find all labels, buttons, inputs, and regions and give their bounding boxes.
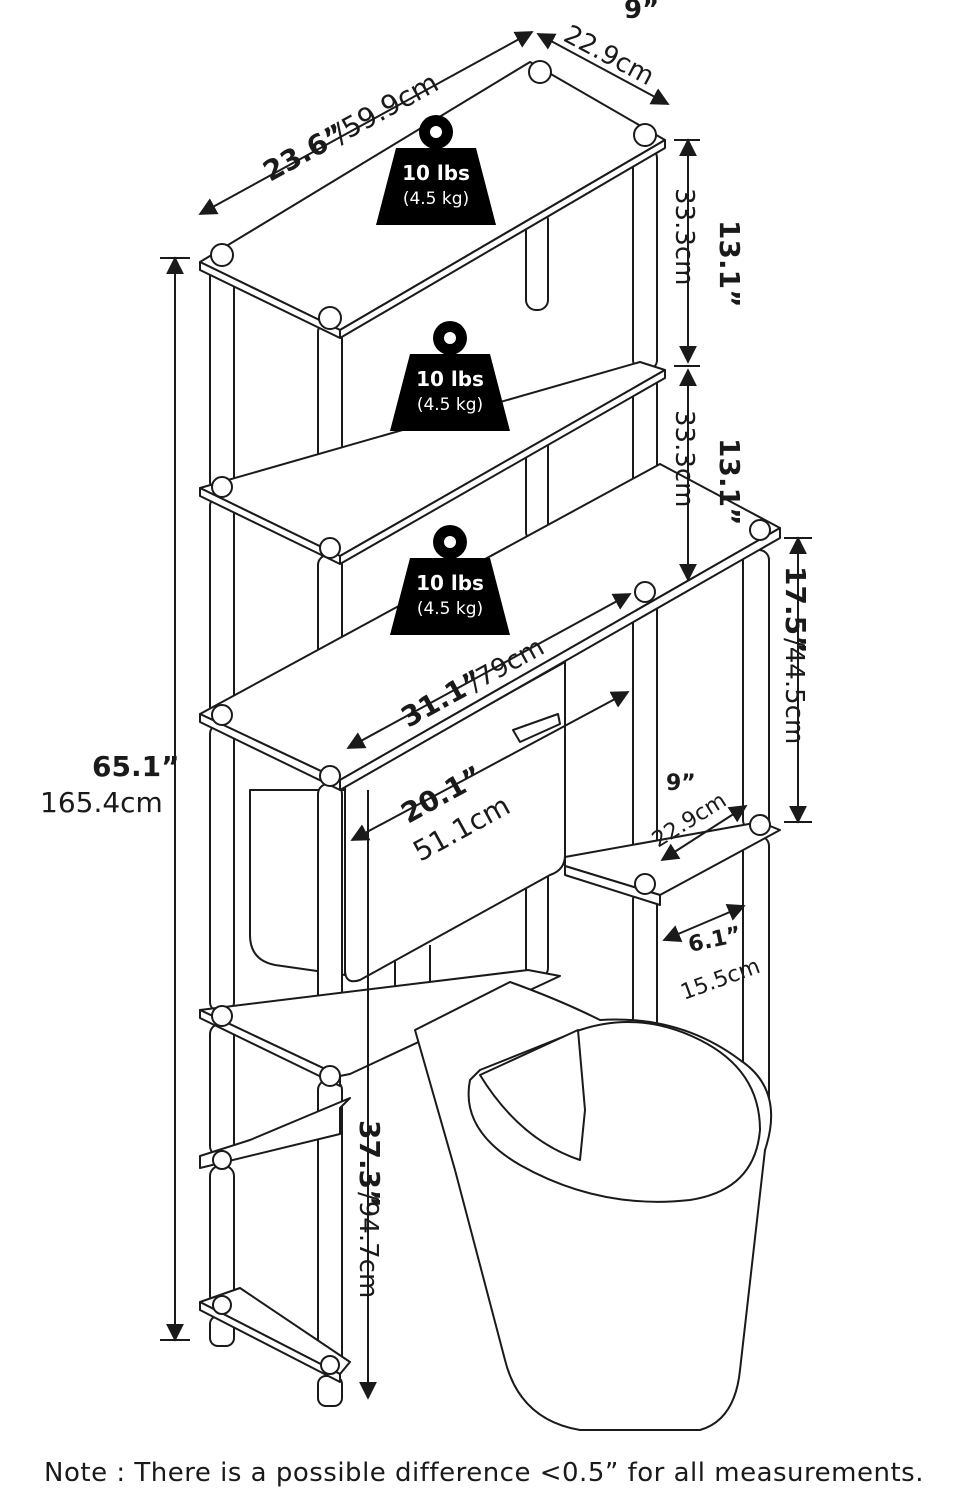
- weight-icon: 10 lbs (4.5 kg): [390, 525, 510, 635]
- toilet-seat-inner: [479, 1029, 586, 1161]
- cap-2: [318, 306, 342, 330]
- post-left-front-top: [209, 261, 235, 493]
- toilet-clearance-cm: /94.7cm: [353, 1192, 383, 1298]
- label-gap-2-cm: 33.3cm: [669, 410, 699, 508]
- label-gap-2: 13.1”: [713, 438, 746, 526]
- overall-height-cm: 165.4cm: [40, 786, 163, 819]
- post-left-base: [209, 1023, 235, 1157]
- overall-height-in: 65.1”: [92, 750, 180, 783]
- cap-1: [210, 243, 234, 267]
- weight-lbs-label: 10 lbs: [402, 161, 470, 185]
- side-height-cm: /44.5cm: [779, 638, 809, 744]
- post-left-mid: [209, 495, 235, 719]
- top-depth-in: 9”: [624, 0, 659, 25]
- dimension-lines: [160, 31, 812, 1400]
- side-shelf-lower-edge: [564, 865, 661, 906]
- top-depth-cm: 22.9cm: [559, 20, 659, 92]
- post-left-foot: [209, 1165, 235, 1307]
- post-right-top: [632, 147, 658, 371]
- cap-17: [320, 1355, 340, 1375]
- shelf-fifth: [199, 1097, 351, 1169]
- label-gap-1-cm: 33.3cm: [669, 188, 699, 286]
- weight-kg-label: (4.5 kg): [403, 189, 469, 209]
- cap-16: [212, 1295, 232, 1315]
- gap-1-in: 13.1”: [713, 220, 746, 308]
- cap-10: [749, 519, 771, 541]
- weight-lbs-label: 10 lbs: [416, 367, 484, 391]
- label-gap-1: 13.1”: [713, 220, 746, 308]
- shelf-base-edge: [199, 1301, 341, 1383]
- weight-kg-label: (4.5 kg): [417, 599, 483, 619]
- cap-15: [212, 1150, 232, 1170]
- gap-2-cm: 33.3cm: [669, 410, 699, 508]
- weight-icons: 10 lbs (4.5 kg) 10 lbs (4.5 kg) 10 lbs (…: [376, 115, 510, 635]
- toilet-clearance-in: 37.3”: [353, 1120, 386, 1208]
- label-side-height: 17.5” /44.5cm: [779, 566, 812, 744]
- cap-14: [319, 1065, 341, 1087]
- cap-11: [634, 873, 656, 895]
- cap-4: [633, 123, 657, 147]
- cap-8: [319, 765, 341, 787]
- cap-7: [211, 704, 233, 726]
- weight-kg-label: (4.5 kg): [417, 395, 483, 415]
- shelf-fourth-edge: [199, 1009, 341, 1087]
- measurement-note: Note : There is a possible difference <0…: [44, 1458, 924, 1488]
- side-height-in: 17.5”: [779, 566, 812, 654]
- post-left-low: [209, 723, 235, 1013]
- gap-2-in: 13.1”: [713, 438, 746, 526]
- shelf-second-edge-side: [339, 369, 666, 565]
- dim-line-side-depth: [660, 805, 748, 861]
- cap-9: [634, 581, 656, 603]
- label-toilet-clearance: 37.3” /94.7cm: [353, 1120, 386, 1298]
- cap-6: [319, 537, 341, 559]
- side-depth-in: 9”: [666, 771, 696, 796]
- post-right-back: [742, 549, 770, 831]
- dim-line-top-width: [198, 31, 534, 215]
- weight-icon: 10 lbs (4.5 kg): [376, 115, 496, 225]
- cap-12: [749, 814, 771, 836]
- shelf-top-edge-side: [339, 139, 666, 339]
- cap-5: [211, 476, 233, 498]
- dim-line-inner-width: [350, 691, 630, 841]
- cap-13: [211, 1005, 233, 1027]
- label-top-depth: 22.9cm: [559, 20, 659, 92]
- weight-lbs-label: 10 lbs: [416, 571, 484, 595]
- cap-3: [528, 60, 552, 84]
- weight-icon: 10 lbs (4.5 kg): [390, 321, 510, 431]
- dim-line-side-clearance: [662, 904, 746, 942]
- gap-1-cm: 33.3cm: [669, 188, 699, 286]
- dim-line-top-depth: [536, 33, 670, 105]
